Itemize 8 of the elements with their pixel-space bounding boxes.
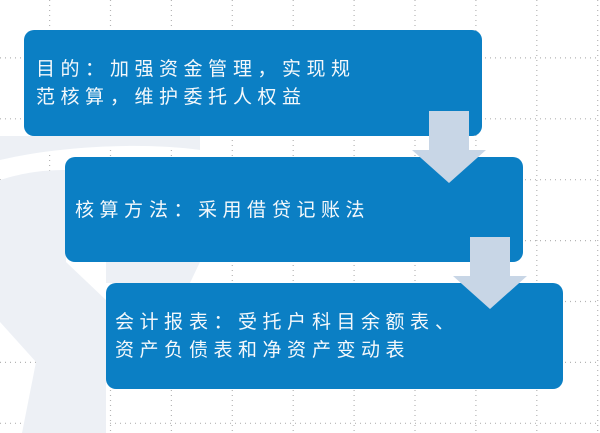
block-arrow <box>453 237 527 309</box>
process-box <box>24 30 482 136</box>
block-arrow <box>412 111 486 183</box>
step-text: 目的：加强资金管理，实现规范核算，维护委托人权益 <box>36 57 357 110</box>
step-text: 核算方法：采用借贷记账法 <box>75 198 372 222</box>
step-text: 会计报表：受托户科目余额表、资产负债表和净资产变动表 <box>115 310 460 363</box>
process-box <box>65 157 523 262</box>
process-box <box>106 283 563 389</box>
